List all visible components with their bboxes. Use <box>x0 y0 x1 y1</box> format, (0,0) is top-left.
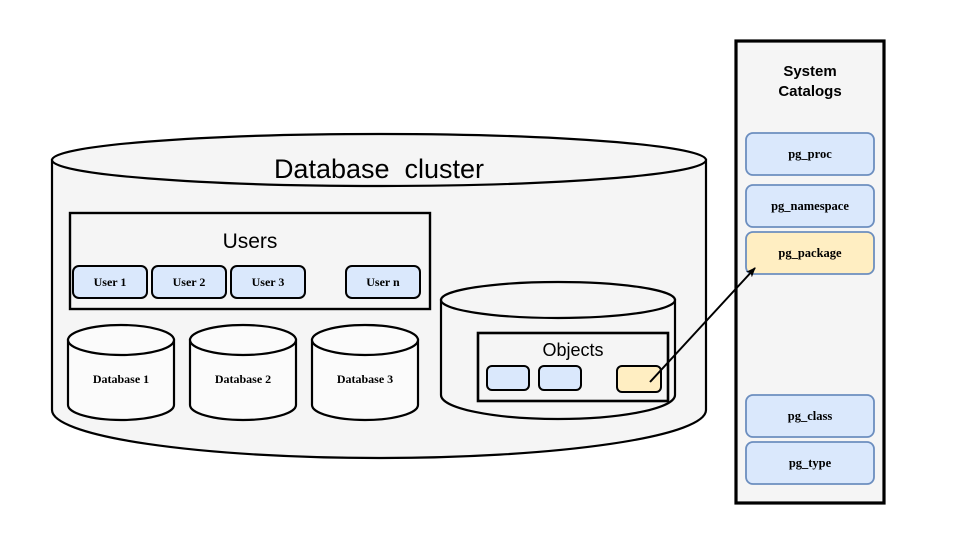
user-chip-label-2: User 2 <box>172 275 206 289</box>
user-chip-label-n: User n <box>366 275 400 289</box>
user-chip-3[interactable] <box>230 265 306 299</box>
catalog-entry-pg_namespace[interactable] <box>745 184 875 228</box>
database-cylinder-1[interactable] <box>66 323 176 422</box>
page-title: Database cluster <box>273 154 485 184</box>
user-chip-2[interactable] <box>151 265 227 299</box>
catalog-entry-pg_type[interactable] <box>745 441 875 485</box>
system-catalogs-title-line2: Catalogs <box>778 83 842 100</box>
catalog-label-pg_proc: pg_proc <box>788 147 832 161</box>
catalog-label-pg_class: pg_class <box>787 409 833 423</box>
system-catalogs-title-line1: System <box>783 63 837 80</box>
user-chip-label-3: User 3 <box>251 275 285 289</box>
catalog-label-pg_package: pg_package <box>778 246 842 260</box>
database-label-1: Database 1 <box>92 372 150 386</box>
database-cylinder-3[interactable] <box>310 323 420 422</box>
object-to-pg-package-arrow <box>649 267 756 383</box>
catalog-label-pg_namespace: pg_namespace <box>771 199 849 213</box>
user-chip-1[interactable] <box>72 265 148 299</box>
database-cylinder-2[interactable] <box>188 323 298 422</box>
database-label-2: Database 2 <box>214 372 272 386</box>
users-box-title: Users <box>222 230 278 253</box>
database-label-3: Database 3 <box>336 372 394 386</box>
object-chip-blue-1[interactable] <box>486 365 530 391</box>
object-chip-blue-2[interactable] <box>538 365 582 391</box>
user-chip-label-1: User 1 <box>93 275 127 289</box>
object-chip-yellow[interactable] <box>616 365 662 393</box>
user-chip-n[interactable] <box>345 265 421 299</box>
catalog-entry-pg_package[interactable] <box>745 231 875 275</box>
catalog-label-pg_type: pg_type <box>788 456 832 470</box>
objects-box-title: Objects <box>542 340 604 360</box>
catalog-entry-pg_class[interactable] <box>745 394 875 438</box>
catalog-entry-pg_proc[interactable] <box>745 132 875 176</box>
